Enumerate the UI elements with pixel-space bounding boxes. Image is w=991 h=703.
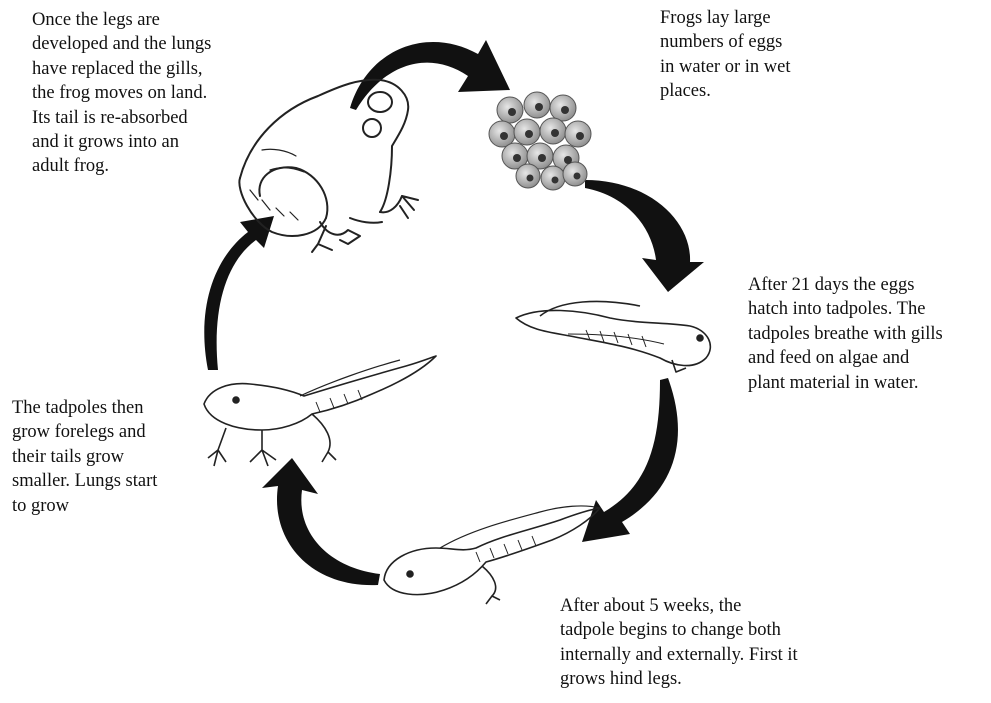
arrow-tadpole-to-hind-legs	[582, 378, 678, 542]
arrow-eggs-to-tadpole	[585, 180, 704, 292]
cycle-arrows	[204, 40, 704, 585]
arrow-forelegs-to-adult	[204, 216, 274, 370]
froglet-illustration	[204, 356, 436, 466]
egg-cluster-illustration	[489, 92, 591, 190]
tadpole-hind-legs-illustration	[384, 506, 600, 604]
tadpole-illustration	[516, 301, 710, 372]
arrow-hind-legs-to-forelegs	[262, 458, 380, 585]
arrow-frog-to-eggs	[350, 40, 510, 110]
